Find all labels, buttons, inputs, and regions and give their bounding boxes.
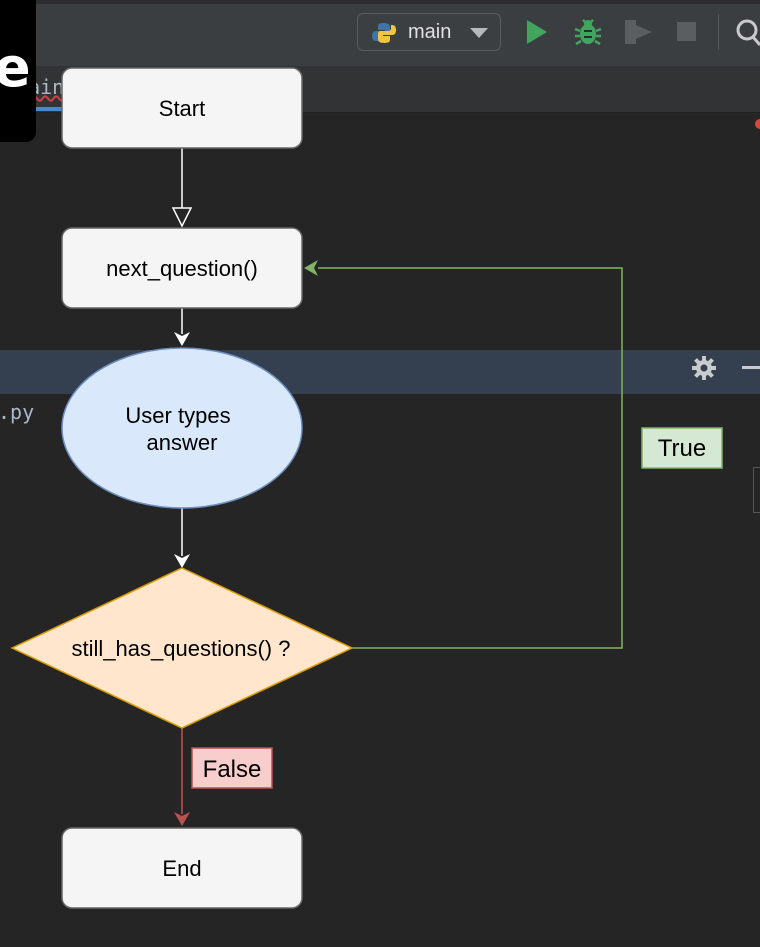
node-user-types-answer: User types answer [61,347,303,509]
edge-decision-false [174,728,190,826]
coverage-icon[interactable] [622,17,654,47]
node-user-types-line2: answer [147,430,218,455]
app-badge-glyph: e [0,36,31,99]
edge-start-to-next [171,148,193,228]
node-decision: still_has_questions() ? [10,567,354,729]
true-label-text: True [658,435,706,462]
node-end: End [61,827,303,909]
toolbar-divider [718,14,719,50]
app-badge: e [0,0,36,142]
minimize-icon[interactable] [742,366,760,369]
run-config-dropdown[interactable]: main [357,13,501,51]
false-label-text: False [203,756,262,783]
node-next-question: next_question() [61,227,303,309]
run-icon[interactable] [527,20,547,44]
true-label: True [641,427,723,469]
node-end-label: End [162,856,201,881]
debug-icon[interactable] [573,17,603,47]
node-user-types-line1: User types [125,403,230,428]
node-start: Start [61,67,303,149]
search-icon[interactable] [735,18,760,46]
stop-icon[interactable] [677,22,696,41]
gear-icon[interactable] [690,354,718,382]
node-start-label: Start [159,96,205,121]
edge-next-to-user [174,308,190,346]
edge-decision-true-loop [304,260,623,649]
file-name-fragment[interactable]: .py [0,400,35,424]
side-panel-edge [753,467,760,513]
chevron-down-icon [470,28,488,38]
node-decision-label: still_has_questions() ? [72,636,291,661]
false-label: False [191,747,273,789]
python-icon [372,23,396,43]
error-indicator [755,119,760,129]
run-config-label: main [408,21,452,43]
edge-user-to-decision [174,508,190,568]
node-next-question-label: next_question() [106,256,258,281]
